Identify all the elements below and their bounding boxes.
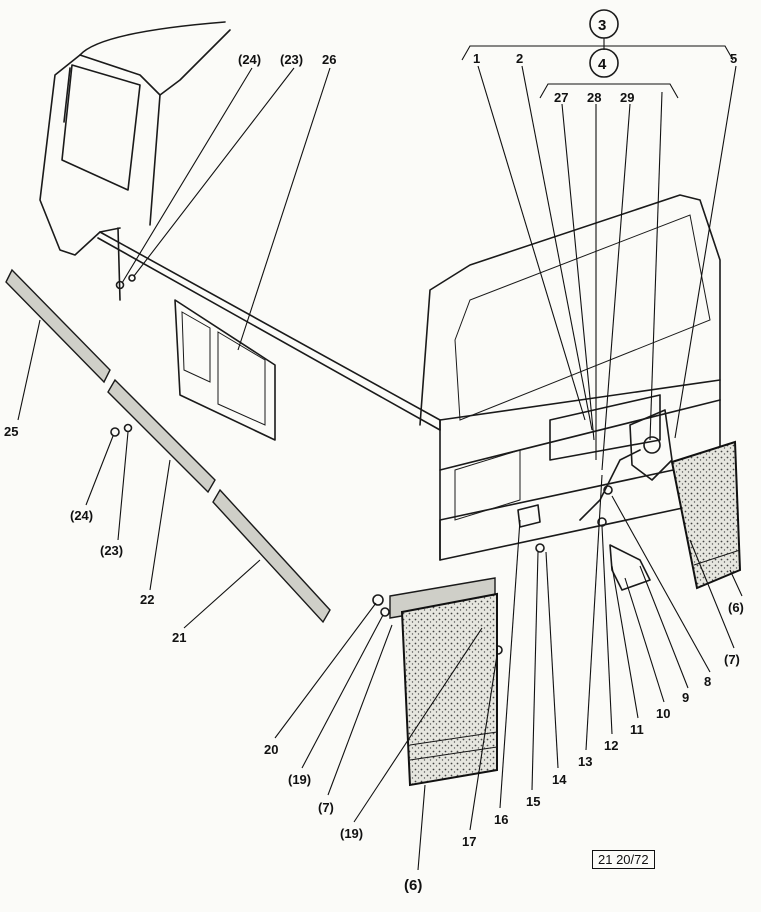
- callout-8: 8: [704, 674, 711, 689]
- callout-22: 22: [140, 592, 154, 607]
- callout-14: 14: [552, 772, 567, 787]
- callout-7b: (7): [724, 652, 740, 667]
- callout-24b: (24): [70, 508, 93, 523]
- callout-23b: (23): [100, 543, 123, 558]
- callout-circle-4: [589, 48, 619, 78]
- callout-20: 20: [264, 742, 278, 757]
- callout-28: 28: [587, 90, 601, 105]
- callout-7a: (7): [318, 800, 334, 815]
- callout-27: 27: [554, 90, 568, 105]
- callout-11: 11: [630, 722, 644, 737]
- assembly-brackets: [461, 38, 734, 99]
- vehicle-cab: [39, 21, 231, 301]
- callout-26: 26: [322, 52, 336, 67]
- callout-2: 2: [516, 51, 523, 66]
- callout-10: 10: [656, 706, 670, 721]
- mud-flap-left: [400, 592, 498, 787]
- callout-5: 5: [730, 51, 737, 66]
- mud-flap-right: [670, 440, 742, 590]
- callout-1: 1: [473, 51, 480, 66]
- truck-body: [97, 194, 721, 561]
- trim-strip-21: [212, 488, 331, 624]
- callout-3: 3: [598, 17, 606, 34]
- trim-strip-25: [5, 268, 111, 384]
- trim-strip-22: [107, 378, 216, 494]
- callout-15: 15: [526, 794, 540, 809]
- trim-strips: [5, 268, 496, 624]
- tow-hitch: [517, 394, 673, 591]
- callout-9: 9: [682, 690, 689, 705]
- callout-13: 13: [578, 754, 592, 769]
- callout-6: (6): [404, 877, 422, 894]
- callout-6b: (6): [728, 600, 744, 615]
- callout-4: 4: [598, 56, 607, 73]
- callout-29: 29: [620, 90, 634, 105]
- callout-labels: (24) (23) 26 1 2 27 28 29 5 25 (24) (23)…: [4, 51, 744, 894]
- callout-16: 16: [494, 812, 508, 827]
- callout-21: 21: [172, 630, 186, 645]
- assembly-callouts: 3 4: [589, 9, 619, 78]
- callout-24a: (24): [238, 52, 261, 67]
- callout-25: 25: [4, 424, 18, 439]
- callout-circle-3: [589, 9, 619, 39]
- leader-lines: [17, 65, 743, 871]
- drawing-reference-code: 21 20/72: [592, 850, 655, 869]
- callout-19b: (19): [340, 826, 363, 841]
- callout-17: 17: [462, 834, 476, 849]
- callout-12: 12: [604, 738, 618, 753]
- callout-19a: (19): [288, 772, 311, 787]
- callout-23a: (23): [280, 52, 303, 67]
